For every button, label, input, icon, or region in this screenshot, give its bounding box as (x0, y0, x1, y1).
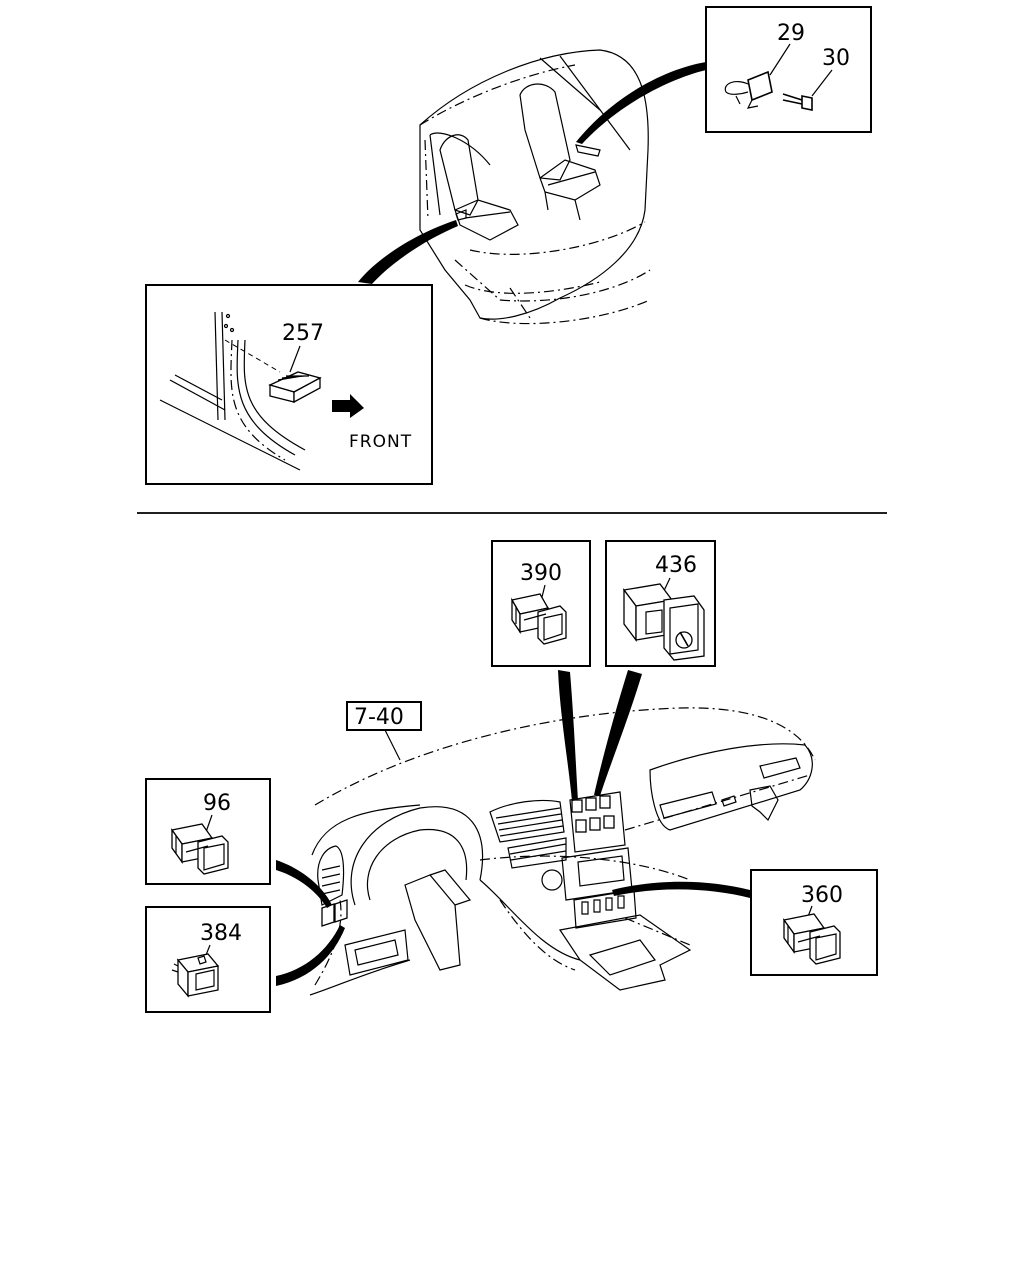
callout-360: 360 (801, 883, 843, 908)
callout-29: 29 (777, 21, 805, 46)
callout-384: 384 (200, 921, 242, 946)
leader-29-30 (576, 62, 706, 144)
detail-box-96: 96 (145, 778, 271, 885)
front-arrow-icon (332, 394, 364, 418)
callout-96: 96 (203, 791, 231, 816)
reference-7-40: 7-40 (346, 701, 422, 761)
cab-interior-illustration (419, 49, 651, 325)
detail-box-29-30: 29 30 (705, 6, 872, 133)
callout-436: 436 (655, 553, 697, 578)
callout-257: 257 (282, 321, 324, 346)
callout-30: 30 (822, 46, 850, 71)
leader-360 (612, 881, 750, 898)
front-direction-label: FRONT (349, 432, 412, 452)
reference-label: 7-40 (354, 705, 404, 730)
leader-390 (558, 670, 578, 801)
leader-96 (276, 860, 332, 908)
leader-436 (594, 670, 642, 796)
detail-box-360: 360 (750, 869, 878, 976)
leader-257 (358, 220, 458, 284)
leader-384 (276, 925, 345, 986)
callout-390: 390 (520, 561, 562, 586)
instrument-panel-illustration (309, 707, 816, 996)
detail-box-390: 390 (491, 540, 591, 667)
detail-box-384: 384 (145, 906, 271, 1013)
detail-box-257: 257 FRONT (145, 284, 433, 485)
detail-box-436: 436 (605, 540, 716, 667)
